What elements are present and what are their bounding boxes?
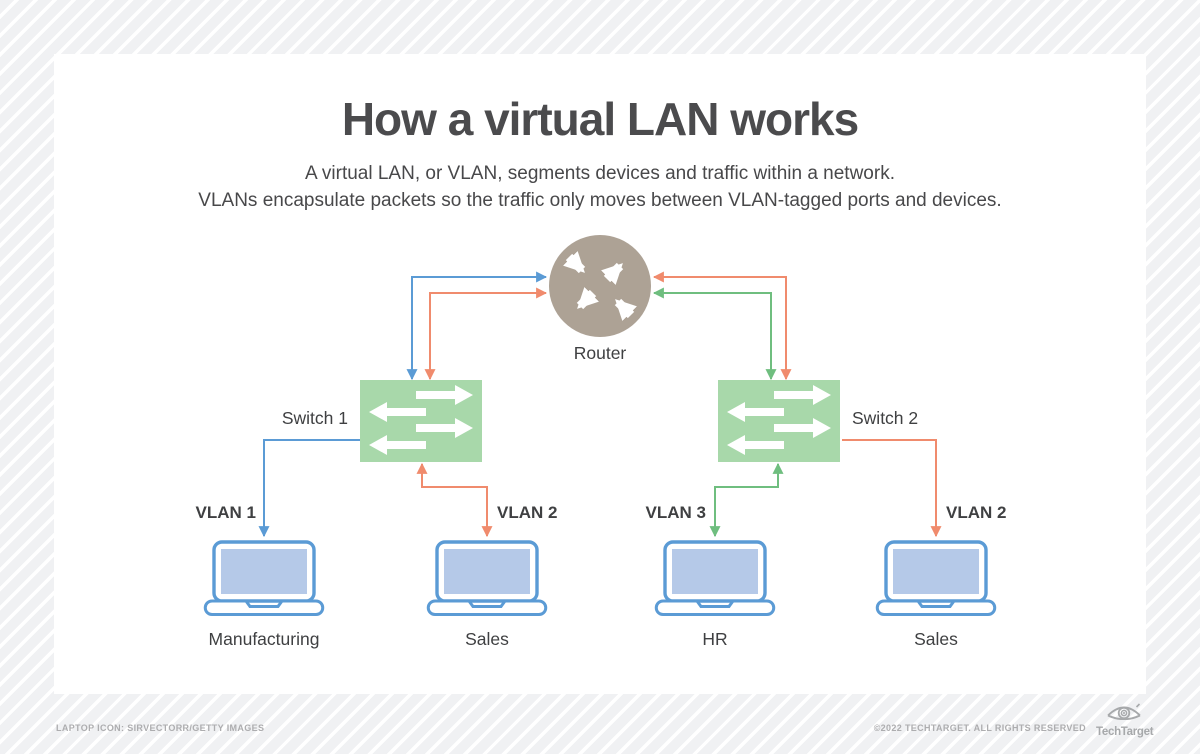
subtitle-line-1: A virtual LAN, or VLAN, segments devices… [305, 163, 895, 184]
switch1-icon [360, 380, 482, 462]
credit-text: LAPTOP ICON: SIRVECTORR/GETTY IMAGES [56, 723, 265, 733]
copyright-text: ©2022 TECHTARGET. ALL RIGHTS RESERVED [873, 723, 1086, 733]
page-subtitle: A virtual LAN, or VLAN, segments devices… [54, 160, 1146, 214]
device-name-manufacturing: Manufacturing [208, 629, 320, 649]
device-name-sales-2: Sales [914, 629, 958, 649]
techtarget-eye-icon [1107, 703, 1141, 721]
laptop-icon-hr [653, 540, 777, 623]
switch1-label: Switch 1 [281, 408, 348, 428]
device-name-sales-1: Sales [465, 629, 509, 649]
switch2-label: Switch 2 [852, 408, 919, 428]
device-name-hr: HR [702, 629, 728, 649]
page-title-text: How a virtual LAN works [341, 93, 859, 145]
techtarget-logo: TechTarget [1096, 703, 1154, 738]
vlan3-label: VLAN 3 [645, 503, 706, 522]
page-title: How a virtual LAN works [54, 92, 1146, 146]
vlan2-label-left: VLAN 2 [497, 503, 558, 522]
router-label: Router [573, 343, 627, 363]
laptop-icon-sales-1 [425, 540, 549, 623]
router-icon [549, 235, 651, 337]
vlan1-label: VLAN 1 [195, 503, 256, 522]
laptop-icon-sales-2 [874, 540, 998, 623]
subtitle-line-2: VLANs encapsulate packets so the traffic… [198, 190, 1002, 211]
vlan2-label-right: VLAN 2 [946, 503, 1007, 522]
switch2-icon [718, 380, 840, 462]
techtarget-wordmark: TechTarget [1096, 726, 1154, 738]
laptop-icon-manufacturing [202, 540, 326, 623]
